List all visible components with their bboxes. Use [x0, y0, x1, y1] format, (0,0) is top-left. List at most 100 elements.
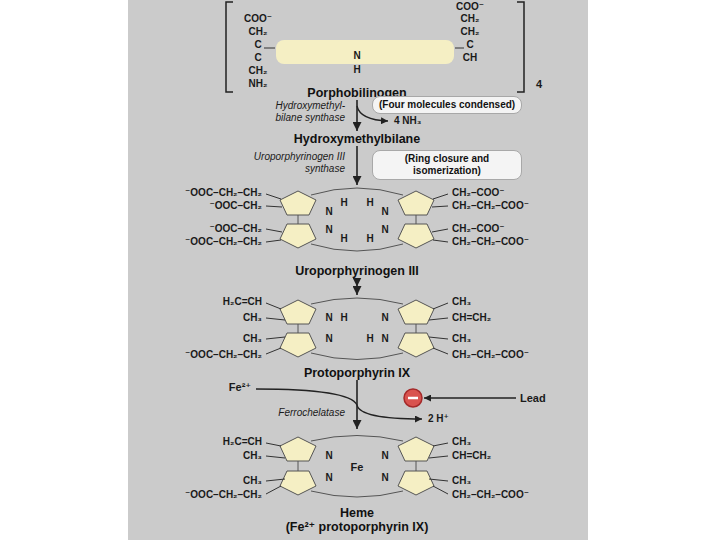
- bridge-bond: [311, 436, 403, 442]
- chem-label: CH₃: [243, 333, 262, 345]
- chem-label: ⁻OOC–CH₂–CH₂: [185, 349, 262, 361]
- bracket: [517, 2, 524, 92]
- chem-label: ⁻OOC–CH₂: [209, 200, 262, 212]
- chem-label: ⁻OOC–CH₂–CH₂: [185, 236, 262, 248]
- pyrrole-ring: [398, 333, 434, 357]
- chem-label: N: [381, 472, 388, 484]
- node-title: (Four molecules condensed): [379, 99, 515, 111]
- bond: [264, 48, 275, 49]
- inhibitor-arrow: [424, 397, 516, 398]
- bridge-bond: [298, 324, 416, 333]
- reaction-note: (Four molecules condensed): [372, 96, 522, 114]
- chem-label: N: [381, 206, 388, 218]
- reaction-note: (Ring closure and isomerization): [372, 150, 522, 180]
- chem-label: CH₂–CH₂–COO⁻: [452, 349, 529, 361]
- node-title: Heme: [340, 506, 374, 520]
- chem-label: H: [340, 197, 347, 209]
- pyrrole-ring: [398, 437, 434, 461]
- chem-label: ⁻OOC–CH₂: [209, 223, 262, 235]
- reaction-arrow: [356, 278, 358, 295]
- chem-label: H: [353, 64, 360, 76]
- pyrrole-ring: [280, 224, 316, 248]
- chem-label: H: [340, 312, 347, 324]
- scan-panel: [128, 0, 588, 540]
- bridge-bond: [311, 298, 403, 304]
- reaction-arrow: [356, 100, 358, 131]
- subscript-count: 4: [536, 78, 542, 90]
- chem-label: COO⁻: [244, 13, 272, 25]
- chem-label: CH=CH₂: [452, 312, 491, 324]
- compound: Uroporphyrinogen III: [257, 186, 457, 278]
- chem-label: CH₃: [452, 333, 471, 345]
- cofactor-arrow: [256, 389, 357, 405]
- chem-label: CH₂: [249, 26, 268, 38]
- chem-label: CH=CH₂: [452, 450, 491, 462]
- enzyme-name: Hydroxymethyl- bilane synthase: [255, 100, 345, 124]
- node-title: Uroporphyrinogen III: [295, 264, 419, 278]
- chem-label: CH₃: [452, 436, 471, 448]
- pyrrole-ring: [280, 300, 316, 324]
- chem-label: H: [366, 197, 373, 209]
- pyrrole-ring: [280, 191, 316, 215]
- pyrrole-ring: [398, 191, 434, 215]
- chem-label: N: [381, 450, 388, 462]
- compound-name: Hydroxymethylbilane: [294, 132, 420, 146]
- chem-label: N: [325, 224, 332, 236]
- chem-label: ⁻OOC–CH₂–CH₂: [185, 489, 262, 501]
- inhibition-symbol: [408, 397, 418, 400]
- chem-label: CH₂–CH₂–COO⁻: [452, 200, 529, 212]
- chem-label: C: [466, 39, 473, 51]
- chem-label: CH₂–COO⁻: [452, 187, 505, 199]
- bracket: [226, 2, 233, 92]
- chem-label: COO⁻: [456, 1, 484, 13]
- chem-label: H: [366, 233, 373, 245]
- chem-label: N: [325, 450, 332, 462]
- byproduct: 2 H⁺: [428, 413, 449, 425]
- chem-label: N: [381, 312, 388, 324]
- chem-label: N: [381, 333, 388, 345]
- bridge-bond: [298, 215, 416, 224]
- chem-label: H: [340, 233, 347, 245]
- bridge-bond: [311, 188, 403, 195]
- cofactor: Fe²⁺: [229, 381, 251, 393]
- side-bond: [266, 194, 448, 242]
- chem-label: CH₃: [243, 312, 262, 324]
- node-title: Protoporphyrin IX: [304, 366, 410, 380]
- bridge-bond: [311, 491, 403, 497]
- pyrrole-ring: [280, 437, 316, 461]
- node-subtitle: (Fe²⁺ protoporphyrin IX): [286, 520, 429, 534]
- bridge-bond: [311, 244, 403, 251]
- chem-label: CH₂: [461, 26, 480, 38]
- reaction-arrow: [356, 380, 358, 429]
- chem-label: NH₂: [249, 78, 268, 90]
- pyrrole-ring: [280, 471, 316, 495]
- pyrrole-ring: [398, 300, 434, 324]
- compound: Heme(Fe²⁺ protoporphyrin IX): [247, 430, 467, 534]
- chem-label: CH₂–COO⁻: [452, 223, 505, 235]
- inhibition-symbol: [404, 389, 422, 407]
- chem-label: H₂C=CH: [223, 296, 262, 308]
- side-bond: [266, 303, 448, 354]
- chem-label: ⁻OOC–CH₂–CH₂: [185, 187, 262, 199]
- chem-label: CH₃: [452, 296, 471, 308]
- chem-label: Fe: [351, 461, 364, 473]
- enzyme-name: Ferrochelatase: [278, 407, 345, 419]
- chem-label: CH₃: [243, 450, 262, 462]
- chem-label: H: [366, 333, 373, 345]
- chem-label: N: [325, 312, 332, 324]
- enzyme-name: Uroporphyrinogen III synthase: [235, 151, 345, 175]
- chem-label: CH₃: [452, 475, 471, 487]
- bond: [455, 48, 464, 49]
- chem-label: CH₂–CH₂–COO⁻: [452, 236, 529, 248]
- chem-label: CH₂: [249, 65, 268, 77]
- byproduct: 4 NH₃: [394, 115, 421, 127]
- chem-label: N: [353, 50, 360, 62]
- chem-label: N: [325, 333, 332, 345]
- inhibitor-label: Lead: [520, 392, 546, 404]
- pyrrole-ring: [280, 333, 316, 357]
- chem-label: CH₃: [243, 475, 262, 487]
- pyrrole-ring: [276, 40, 454, 64]
- protoporphyrin-structure: [266, 298, 448, 360]
- chem-label: N: [325, 206, 332, 218]
